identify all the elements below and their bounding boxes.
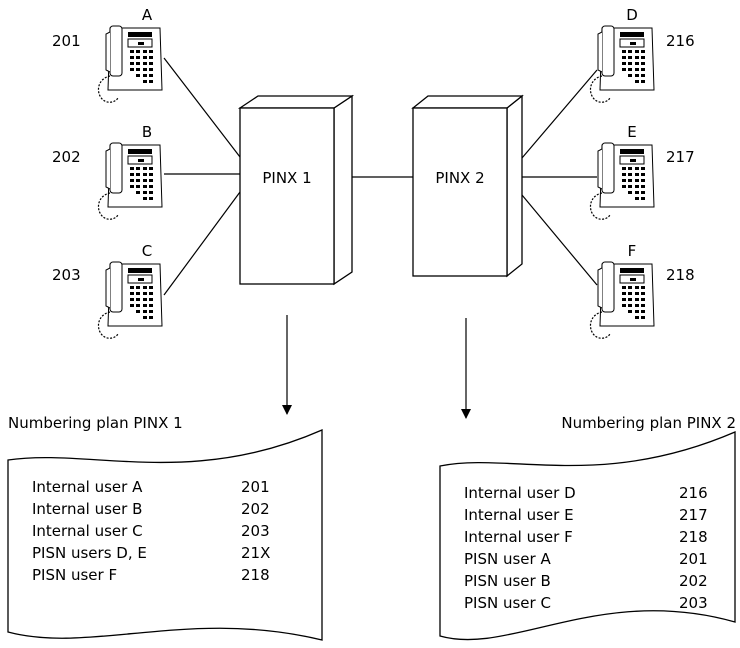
link-pinx2-d bbox=[521, 69, 598, 159]
plan1-title: Numbering plan PINX 1 bbox=[8, 414, 183, 432]
phone-f: F 218 bbox=[589, 242, 695, 339]
plan2-row-label: Internal user D bbox=[464, 484, 576, 502]
plan1-row-value: 218 bbox=[241, 566, 270, 584]
phone-a-letter: A bbox=[142, 6, 153, 24]
phone-a: A 201 bbox=[52, 6, 163, 103]
plan1-row-value: 201 bbox=[241, 478, 270, 496]
phone-b-number: 202 bbox=[52, 148, 81, 166]
phone-c-letter: C bbox=[142, 242, 152, 260]
plan2-row-label: Internal user E bbox=[464, 506, 574, 524]
plan1-row-value: 21X bbox=[241, 544, 270, 562]
pinx1-box: PINX 1 bbox=[237, 94, 355, 286]
phone-b: B 202 bbox=[52, 123, 163, 220]
plan1-row-label: Internal user A bbox=[32, 478, 143, 496]
plan1-rows: Internal user A 201 Internal user B 202 … bbox=[32, 478, 270, 584]
phone-d-number: 216 bbox=[666, 32, 695, 50]
plan1-document bbox=[7, 429, 323, 641]
link-pinx2-f bbox=[521, 194, 598, 286]
phone-e-number: 217 bbox=[666, 148, 695, 166]
phone-f-number: 218 bbox=[666, 266, 695, 284]
phone-e-letter: E bbox=[627, 123, 636, 141]
phone-b-letter: B bbox=[142, 123, 152, 141]
plan2-row-label: PISN user B bbox=[464, 572, 551, 590]
pinx2-label: PINX 2 bbox=[435, 169, 484, 187]
plan2-row-value: 203 bbox=[679, 594, 708, 612]
plan2-row-value: 218 bbox=[679, 528, 708, 546]
phone-c-number: 203 bbox=[52, 266, 81, 284]
plan2-row-value: 201 bbox=[679, 550, 708, 568]
plan1-row-label: PISN user F bbox=[32, 566, 117, 584]
plan1-row-value: 203 bbox=[241, 522, 270, 540]
plan2-document bbox=[439, 431, 736, 641]
plan1-row-label: Internal user B bbox=[32, 500, 142, 518]
pinx2-box: PINX 2 bbox=[411, 94, 524, 278]
pinx1-label: PINX 1 bbox=[262, 169, 311, 187]
plan2-row-value: 202 bbox=[679, 572, 708, 590]
phone-d-letter: D bbox=[626, 6, 638, 24]
plan2-rows: Internal user D 216 Internal user E 217 … bbox=[464, 484, 708, 612]
phone-e: E 217 bbox=[589, 123, 695, 220]
plan2-row-label: PISN user C bbox=[464, 594, 551, 612]
plan1-row-label: PISN users D, E bbox=[32, 544, 147, 562]
phone-c: C 203 bbox=[52, 242, 163, 339]
plan2-row-label: Internal user F bbox=[464, 528, 573, 546]
phone-f-letter: F bbox=[628, 242, 637, 260]
phone-d: D 216 bbox=[589, 6, 695, 103]
plan2-title: Numbering plan PINX 2 bbox=[561, 414, 736, 432]
plan1-row-value: 202 bbox=[241, 500, 270, 518]
plan1-row-label: Internal user C bbox=[32, 522, 143, 540]
plan2-row-value: 217 bbox=[679, 506, 708, 524]
phone-a-number: 201 bbox=[52, 32, 81, 50]
link-a-pinx1 bbox=[163, 57, 241, 158]
plan2-row-value: 216 bbox=[679, 484, 708, 502]
plan2-row-label: PISN user A bbox=[464, 550, 551, 568]
link-c-pinx1 bbox=[163, 191, 241, 296]
